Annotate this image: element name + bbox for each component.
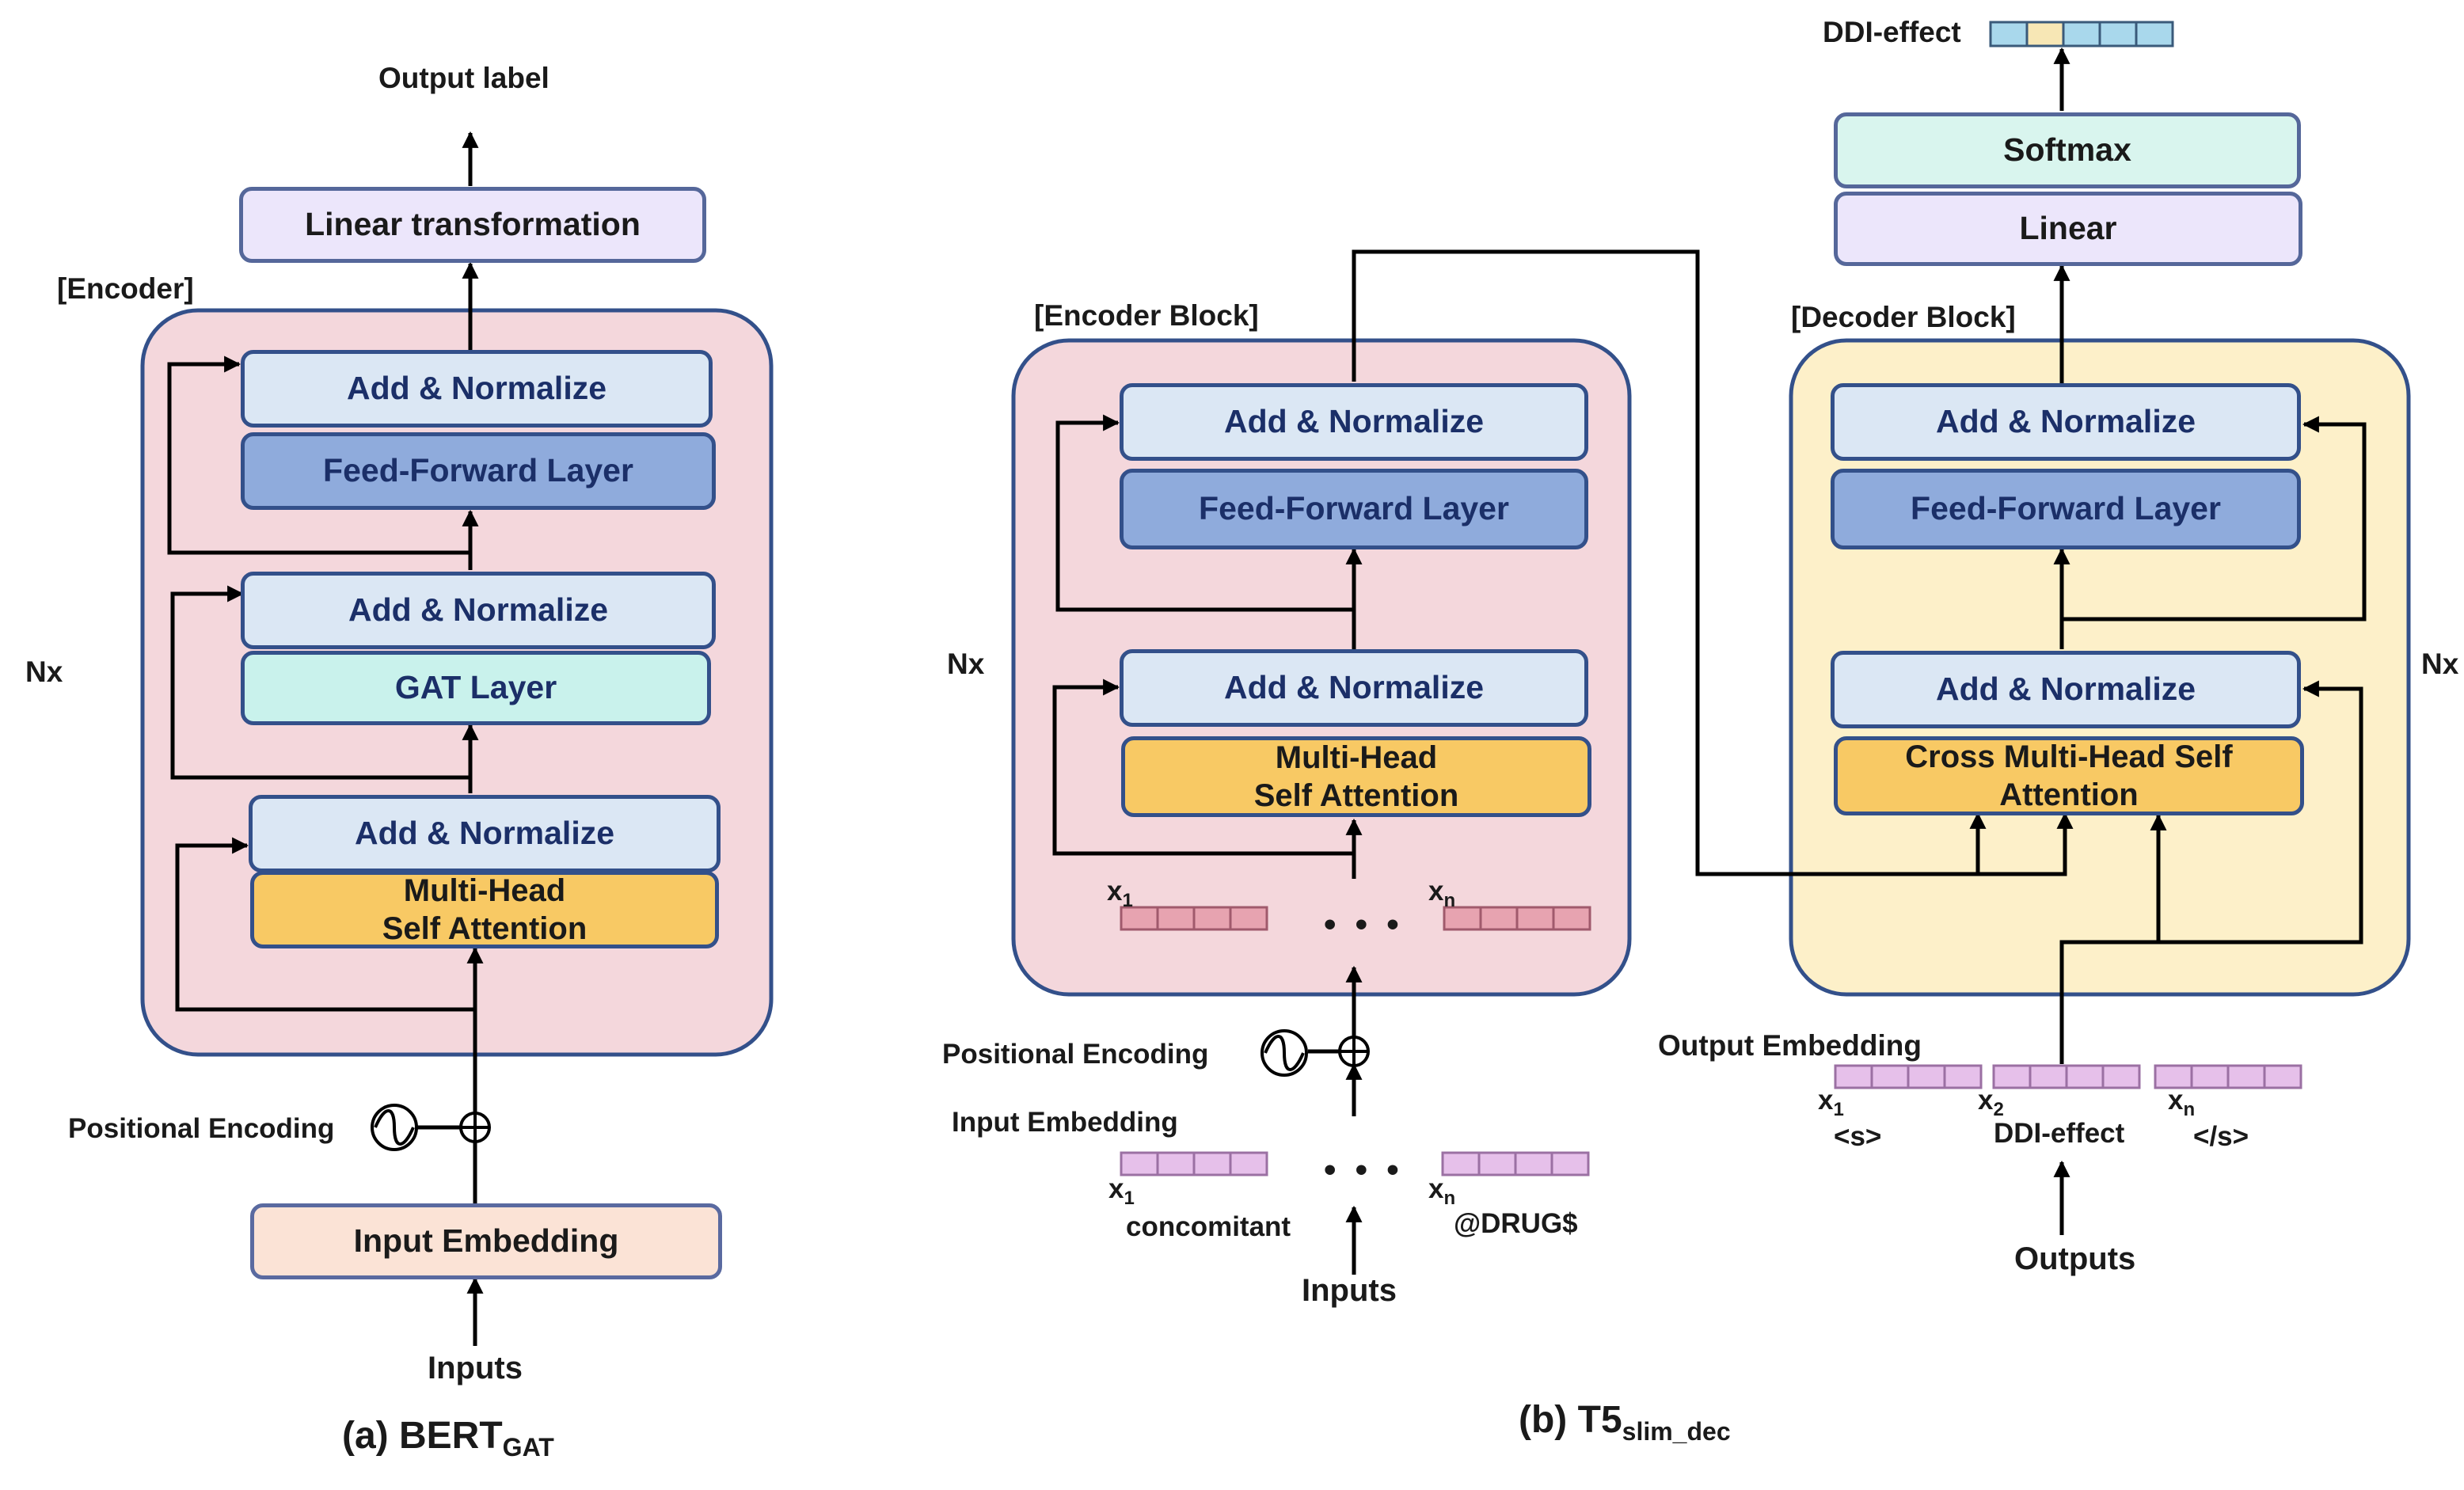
token-vectors xyxy=(1120,906,1591,931)
t5-out-token-end: </s> xyxy=(2193,1121,2249,1152)
t5-enc-xn-sub: n xyxy=(1443,890,1456,911)
t5-nx-right: Nx xyxy=(2421,648,2459,680)
t5-input-x1-sub: 1 xyxy=(1124,1188,1135,1209)
t5-encoder-to-decoder-wire xyxy=(1352,249,2074,876)
t5-input-token-first: concomitant xyxy=(1126,1211,1291,1242)
t5-dec-add-normalize-top: Add & Normalize xyxy=(1831,383,2301,461)
bert-output-label: Output label xyxy=(378,62,549,94)
t5-outputs-label: Outputs xyxy=(2014,1241,2136,1276)
bert-nx-label: Nx xyxy=(25,656,63,688)
bert-input-embedding: Input Embedding xyxy=(250,1203,722,1279)
bert-linear-transformation: Linear transformation xyxy=(239,187,706,263)
t5-out-x2-label: x2 xyxy=(1978,1085,2004,1119)
t5-input-xn-sub: n xyxy=(1443,1188,1456,1209)
bert-positional-encoding-label: Positional Encoding xyxy=(68,1113,335,1144)
t5-ddi-effect-output-label: DDI-effect xyxy=(1823,16,1961,48)
t5-enc-xn-base: x xyxy=(1428,876,1444,907)
t5-enc-attention-line-1: Multi-Head xyxy=(1275,740,1438,775)
t5-caption-main: (b) T5 xyxy=(1519,1399,1622,1441)
t5-input-vector-xn xyxy=(1441,1151,1481,1176)
t5-dec-residual-2 xyxy=(2062,416,2367,621)
t5-out-x2-base: x xyxy=(1978,1085,1994,1116)
t5-enc-xn-label: xn xyxy=(1428,876,1455,910)
bert-gat-layer: GAT Layer xyxy=(241,651,711,725)
t5-out-x1-label: x1 xyxy=(1818,1085,1844,1119)
t5-enc-ellipsis: • • • xyxy=(1324,905,1404,944)
t5-dec-add-normalize-bottom: Add & Normalize xyxy=(1831,651,2301,728)
bert-caption: (a) BERTGAT xyxy=(342,1415,554,1461)
t5-input-x1-label: x1 xyxy=(1108,1173,1135,1208)
t5-out-xn-base: x xyxy=(2168,1085,2184,1116)
t5-out-x2-sub: 2 xyxy=(1993,1099,2004,1120)
bert-add-normalize-bottom: Add & Normalize xyxy=(249,795,721,872)
t5-ddi-effect-vector xyxy=(1989,21,2029,48)
t5-inputs-label: Inputs xyxy=(1302,1273,1397,1308)
t5-input-vector-x1 xyxy=(1120,1151,1159,1176)
bert-caption-subscript: GAT xyxy=(502,1433,554,1461)
t5-enc-attention-line-2: Self Attention xyxy=(1253,778,1459,813)
t5-enc-add-normalize-top: Add & Normalize xyxy=(1120,383,1588,461)
t5-input-ellipsis: • • • xyxy=(1324,1150,1404,1189)
t5-nx-left: Nx xyxy=(947,648,985,680)
bert-caption-main: (a) BERT xyxy=(342,1415,503,1457)
t5-encoder-block-tag: [Encoder Block] xyxy=(1034,299,1259,332)
t5-out-x1-sub: 1 xyxy=(1833,1099,1844,1120)
t5-input-xn-base: x xyxy=(1428,1173,1444,1204)
t5-input-embedding-label: Input Embedding xyxy=(952,1107,1178,1138)
bert-attention-line-2: Self Attention xyxy=(382,911,587,946)
bert-feed-forward-layer: Feed-Forward Layer xyxy=(241,432,716,510)
t5-cross-attention-line-1: Cross Multi-Head Self xyxy=(1905,739,2233,774)
bert-multi-head-self-attention: Multi-Head Self Attention xyxy=(250,871,719,948)
t5-softmax: Softmax xyxy=(1834,112,2301,188)
t5-output-vector-x2 xyxy=(1992,1064,2032,1089)
bert-add-normalize-top: Add & Normalize xyxy=(241,350,713,428)
t5-enc-feed-forward-layer: Feed-Forward Layer xyxy=(1120,469,1588,549)
t5-dec-feed-forward-layer: Feed-Forward Layer xyxy=(1831,469,2301,549)
t5-output-vector-x1 xyxy=(1834,1064,1873,1089)
bert-add-normalize-middle: Add & Normalize xyxy=(241,572,716,649)
t5-out-xn-sub: n xyxy=(2183,1099,2196,1120)
bert-inputs-label: Inputs xyxy=(428,1351,523,1385)
t5-enc-x1-label: x1 xyxy=(1107,876,1133,910)
t5-enc-x1-sub: 1 xyxy=(1122,890,1133,911)
t5-cross-attention-line-2: Attention xyxy=(1999,777,2139,812)
t5-dec-residual-1 xyxy=(2062,680,2363,945)
bert-residual-3 xyxy=(167,355,470,555)
t5-enc-x1-base: x xyxy=(1107,876,1123,907)
t5-enc-vector-xn xyxy=(1443,906,1482,931)
t5-positional-encoding-label: Positional Encoding xyxy=(942,1039,1209,1070)
t5-caption: (b) T5slim_dec xyxy=(1519,1399,1731,1445)
t5-linear: Linear xyxy=(1834,192,2302,266)
bert-residual-1 xyxy=(175,837,475,1012)
t5-enc-residual-2 xyxy=(1055,414,1354,612)
t5-input-token-last: @DRUG$ xyxy=(1454,1208,1578,1239)
t5-caption-subscript: slim_dec xyxy=(1622,1417,1731,1446)
t5-decoder-block-tag: [Decoder Block] xyxy=(1791,301,2016,333)
t5-enc-add-normalize-bottom: Add & Normalize xyxy=(1120,649,1588,727)
t5-out-token-start: <s> xyxy=(1834,1121,1882,1152)
bert-encoder-tag: [Encoder] xyxy=(57,272,194,305)
t5-input-xn-label: xn xyxy=(1428,1173,1455,1208)
t5-out-x1-base: x xyxy=(1818,1085,1834,1116)
t5-cross-multi-head-self-attention: Cross Multi-Head Self Attention xyxy=(1834,736,2304,815)
t5-out-xn-label: xn xyxy=(2168,1085,2195,1119)
t5-enc-multi-head-self-attention: Multi-Head Self Attention xyxy=(1121,736,1591,817)
bert-residual-2 xyxy=(170,585,470,780)
t5-out-token-ddi-effect: DDI-effect xyxy=(1994,1118,2125,1149)
bert-attention-line-1: Multi-Head xyxy=(403,873,566,908)
t5-input-x1-base: x xyxy=(1108,1173,1124,1204)
t5-enc-residual-1 xyxy=(1052,678,1354,856)
t5-output-embedding-label: Output Embedding xyxy=(1658,1029,1922,1062)
